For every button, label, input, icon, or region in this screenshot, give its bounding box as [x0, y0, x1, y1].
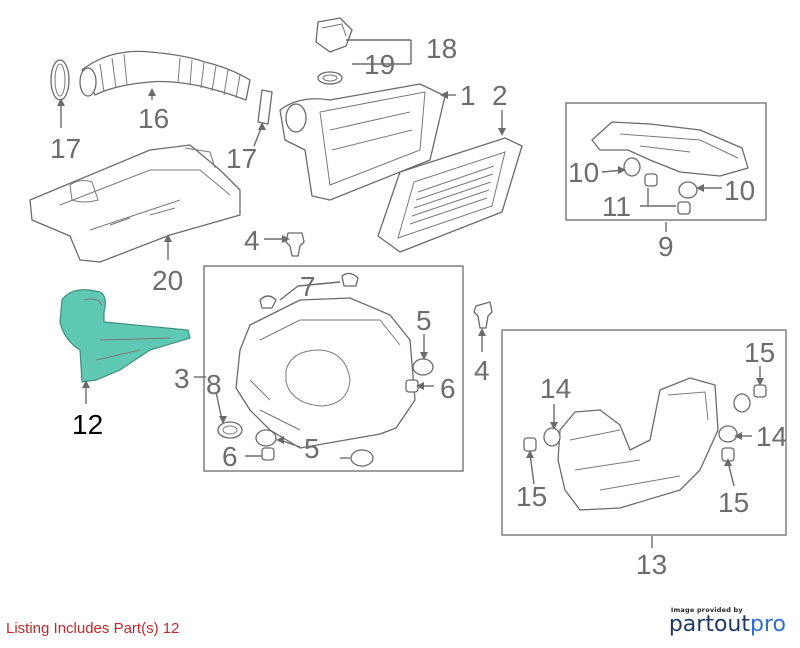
callout-20: 20 [152, 265, 183, 296]
callout-14b: 14 [756, 421, 787, 452]
part-15-collar-a [523, 437, 537, 452]
callout-17a: 17 [50, 133, 81, 164]
leader-arrowheads [57, 88, 764, 466]
group-box-3 [203, 265, 464, 472]
part-17-insert [257, 89, 273, 125]
group-box-9 [565, 102, 767, 221]
callout-6b: 6 [222, 441, 238, 472]
image-credit: Image provided by partoutpro [669, 606, 786, 636]
callout-12: 12 [72, 409, 103, 440]
part-12-fill [59, 289, 191, 383]
callout-17b: 17 [226, 143, 257, 174]
callout-5a: 5 [416, 305, 432, 336]
callout-18: 18 [426, 33, 457, 64]
callout-4b: 4 [474, 355, 490, 386]
part-14-grommet-c [718, 425, 738, 443]
part-1-air-box-cover [279, 83, 446, 201]
callout-1: 1 [460, 80, 476, 111]
group-box-13 [501, 329, 787, 536]
part-5-grommet-b [255, 429, 277, 447]
part-17-clamp [50, 59, 70, 101]
listing-note: Listing Includes Part(s) 12 [6, 620, 180, 637]
part-11-collar [644, 173, 691, 215]
credit-provided-by: Image provided by [670, 606, 743, 614]
part-5-grommet-c [350, 449, 374, 467]
callout-11: 11 [602, 191, 631, 222]
part-14-grommet-b [733, 393, 751, 413]
part-4-bolt-a [285, 232, 305, 257]
part-4-bolt-b [473, 301, 493, 329]
callout-13: 13 [636, 549, 667, 580]
callout-7: 7 [300, 271, 316, 302]
part-13-resonator [557, 377, 719, 511]
part-14-grommet-a [543, 427, 561, 447]
callout-3: 3 [174, 363, 190, 394]
callout-2: 2 [492, 80, 508, 111]
part-5-grommet-a [412, 358, 434, 376]
part-10-grommet-b [678, 181, 698, 199]
part-3-air-box-lower [235, 272, 416, 449]
callout-15b: 15 [744, 337, 775, 368]
part-8-o-ring [217, 421, 243, 439]
callout-6a: 6 [440, 373, 456, 404]
part-16-intake-hose [79, 50, 251, 101]
part-15-collar-b [753, 384, 767, 398]
part-2-air-filter [377, 137, 523, 253]
part-9-bracket [591, 121, 749, 177]
callout-8: 8 [206, 369, 222, 400]
callout-4a: 4 [244, 225, 260, 256]
callout-10b: 10 [724, 175, 755, 206]
part-20-engine-cover [29, 144, 241, 263]
part-10-grommet-a [623, 157, 641, 177]
callout-19: 19 [364, 49, 395, 80]
callout-14a: 14 [540, 373, 571, 404]
part-12-air-duct-highlighted [59, 289, 191, 383]
part-19-o-ring [317, 71, 343, 85]
callout-9: 9 [658, 231, 674, 262]
partoutpro-logo: partoutpro [669, 614, 786, 636]
callout-15c: 15 [718, 487, 749, 518]
part-18-sensor [315, 17, 353, 53]
brand-part2: pro [750, 612, 786, 637]
callout-16: 16 [138, 103, 169, 134]
callout-10a: 10 [568, 157, 599, 188]
brand-part1: partout [668, 612, 750, 637]
callout-5b: 5 [304, 433, 320, 464]
callout-15a: 15 [516, 481, 547, 512]
part-6-collar-b [261, 447, 275, 461]
